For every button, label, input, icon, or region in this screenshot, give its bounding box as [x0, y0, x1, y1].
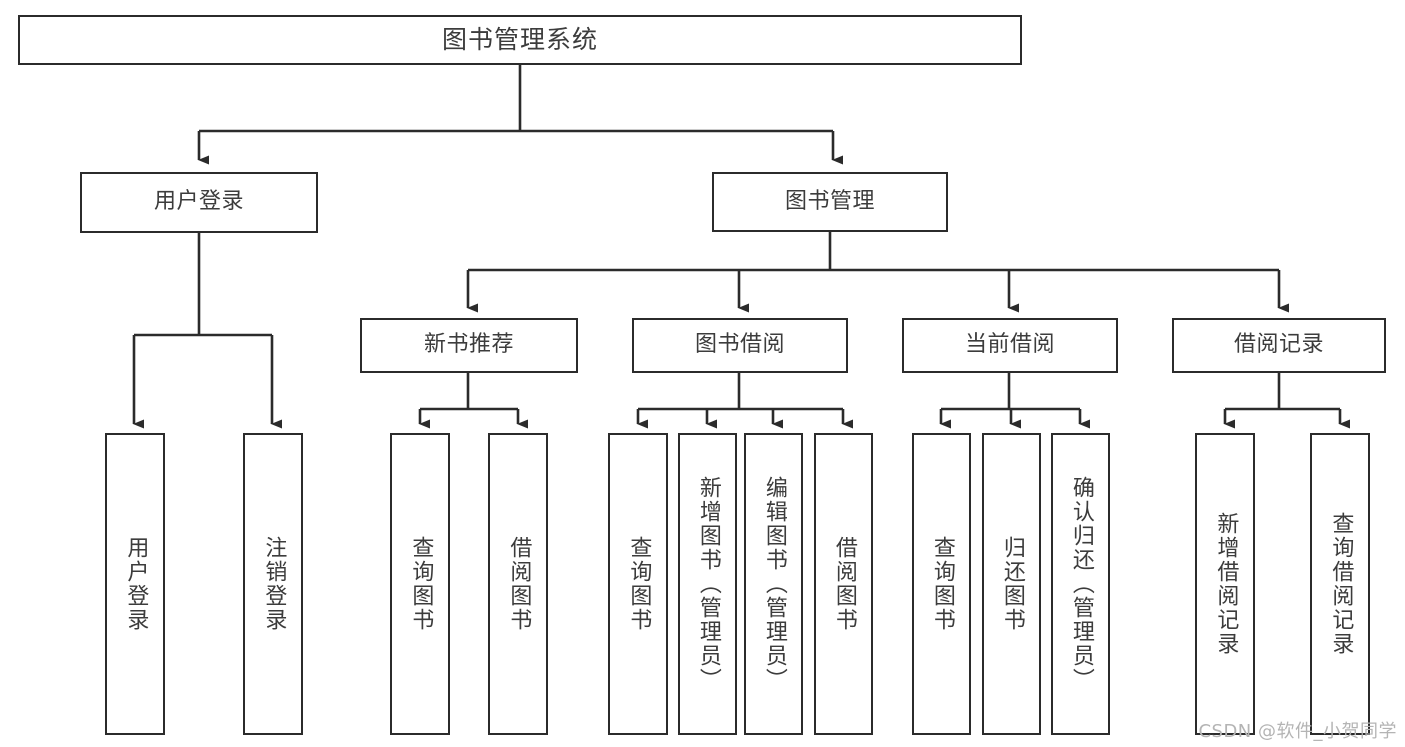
node-book-borrow[interactable]: 图书借阅 [632, 318, 848, 373]
node-label: 查询图书 [626, 536, 652, 632]
node-label: 用户登录 [153, 189, 244, 215]
node-label: 新增图书（管理员） [695, 476, 721, 692]
node-label: 编辑图书（管理员） [761, 476, 787, 692]
leaf-current-borrow-confirm-return[interactable]: 确认归还（管理员） [1051, 433, 1110, 735]
leaf-book-borrow-query[interactable]: 查询图书 [608, 433, 668, 735]
leaf-new-book-borrow[interactable]: 借阅图书 [488, 433, 548, 735]
node-label: 图书管理 [784, 188, 875, 214]
node-label: 新书推荐 [423, 332, 514, 358]
node-label: 图书管理系统 [441, 25, 598, 54]
node-root-book-management-system[interactable]: 图书管理系统 [18, 15, 1022, 65]
node-new-book-recommend[interactable]: 新书推荐 [360, 318, 578, 373]
node-label: 新增借阅记录 [1213, 512, 1239, 656]
node-label: 确认归还（管理员） [1068, 476, 1094, 692]
leaf-book-borrow-add[interactable]: 新增图书（管理员） [678, 433, 737, 735]
leaf-borrow-record-query[interactable]: 查询借阅记录 [1310, 433, 1370, 735]
leaf-book-borrow-borrow[interactable]: 借阅图书 [814, 433, 873, 735]
leaf-user-login-logout[interactable]: 注销登录 [243, 433, 303, 735]
leaf-book-borrow-edit[interactable]: 编辑图书（管理员） [744, 433, 803, 735]
node-book-management[interactable]: 图书管理 [712, 172, 948, 232]
node-label: 借阅图书 [831, 536, 857, 632]
node-label: 借阅记录 [1233, 332, 1324, 358]
node-label: 查询图书 [929, 536, 955, 632]
leaf-current-borrow-return[interactable]: 归还图书 [982, 433, 1041, 735]
node-borrow-record[interactable]: 借阅记录 [1172, 318, 1386, 373]
node-current-borrow[interactable]: 当前借阅 [902, 318, 1118, 373]
node-label: 用户登录 [123, 536, 149, 632]
leaf-user-login-login[interactable]: 用户登录 [105, 433, 165, 735]
node-label: 当前借阅 [964, 332, 1055, 358]
leaf-current-borrow-query[interactable]: 查询图书 [912, 433, 971, 735]
leaf-borrow-record-add[interactable]: 新增借阅记录 [1195, 433, 1255, 735]
csdn-watermark: CSDN @软件_小贺同学 [1198, 721, 1397, 742]
node-label: 注销登录 [261, 536, 287, 632]
node-label: 查询借阅记录 [1328, 512, 1354, 656]
node-user-login[interactable]: 用户登录 [80, 172, 318, 233]
leaf-new-book-query[interactable]: 查询图书 [390, 433, 450, 735]
node-label: 借阅图书 [506, 536, 532, 632]
node-label: 查询图书 [408, 536, 434, 632]
node-label: 归还图书 [999, 536, 1025, 632]
node-label: 图书借阅 [694, 332, 785, 358]
